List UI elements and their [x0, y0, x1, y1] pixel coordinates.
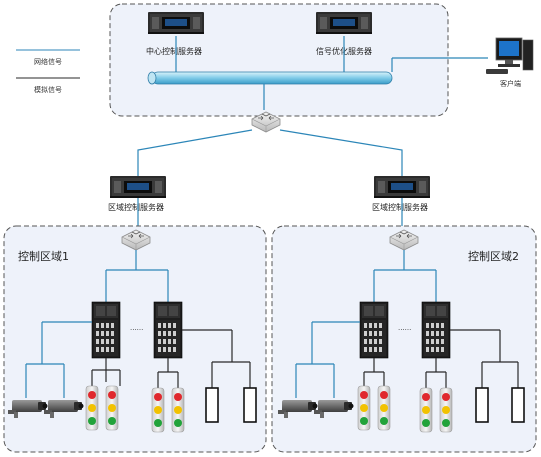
zone-2-detector-1[interactable] [475, 387, 489, 423]
central-control-server[interactable] [148, 12, 204, 34]
zone-2-detector-2[interactable] [511, 387, 525, 423]
detector-icon [243, 387, 257, 423]
cabinet-icon [91, 301, 121, 359]
zone-1-detector-1[interactable] [205, 387, 219, 423]
zone-1-traffic-light-2[interactable] [105, 385, 119, 431]
signal-optimization-server[interactable] [316, 12, 372, 34]
zone-2-cabinet-a[interactable] [359, 301, 389, 359]
zone-2-frame [271, 225, 537, 453]
server-icon [148, 12, 204, 34]
cabinet-icon [421, 301, 451, 359]
zone-2-traffic-light-3[interactable] [419, 387, 433, 433]
zone-2-traffic-light-4[interactable] [439, 387, 453, 433]
zone-1-ellipsis: ...... [130, 324, 143, 332]
zone-1: 控制区域1 ...... [3, 225, 267, 453]
region-server-right[interactable] [374, 176, 430, 198]
zone-2-label: 控制区域2 [468, 249, 519, 263]
zone-1-detector-2[interactable] [243, 387, 257, 423]
link-core-left-region [137, 129, 253, 176]
traffic-light-icon [439, 387, 453, 433]
central-control-server-label: 中心控制服务器 [146, 46, 202, 56]
zone-1-traffic-light-3[interactable] [151, 387, 165, 433]
cabinet-icon [359, 301, 389, 359]
traffic-light-icon [151, 387, 165, 433]
client-label: 客户端 [500, 79, 521, 88]
zone-1-label: 控制区域1 [18, 249, 69, 263]
zone-2-cabinet-b[interactable] [421, 301, 451, 359]
zone-1-frame [3, 225, 267, 453]
traffic-light-icon [105, 385, 119, 431]
detector-icon [475, 387, 489, 423]
central-panel: 中心控制服务器 信号优化服务器 [109, 3, 449, 117]
zone-1-traffic-light-1[interactable] [85, 385, 99, 431]
zone-2-traffic-light-2[interactable] [377, 385, 391, 431]
cabinet-icon [153, 301, 183, 359]
computer-icon [486, 37, 534, 74]
server-icon [316, 12, 372, 34]
zone-1-cabinet-b[interactable] [153, 301, 183, 359]
legend-network-label: 网络信号 [34, 57, 62, 66]
server-icon [110, 176, 166, 198]
zone-2: 控制区域2 ...... [271, 225, 537, 453]
traffic-light-icon [377, 385, 391, 431]
zone-2-ellipsis: ...... [398, 324, 411, 332]
zone-1-cabinet-a[interactable] [91, 301, 121, 359]
region-server-left-label: 区域控制服务器 [108, 202, 164, 212]
traffic-light-icon [419, 387, 433, 433]
region-server-left[interactable] [110, 176, 166, 198]
server-icon [374, 176, 430, 198]
detector-icon [511, 387, 525, 423]
zone-1-traffic-light-4[interactable] [171, 387, 185, 433]
zone-2-traffic-light-1[interactable] [357, 385, 371, 431]
traffic-light-icon [171, 387, 185, 433]
region-server-right-label: 区域控制服务器 [372, 202, 428, 212]
client-computer[interactable] [486, 37, 534, 74]
network-bus [147, 71, 393, 85]
legend: 网络信号 模拟信号 [16, 49, 80, 94]
detector-icon [205, 387, 219, 423]
traffic-light-icon [357, 385, 371, 431]
legend-analog-label: 模拟信号 [34, 85, 62, 94]
link-core-right-region [279, 129, 403, 176]
traffic-light-icon [85, 385, 99, 431]
